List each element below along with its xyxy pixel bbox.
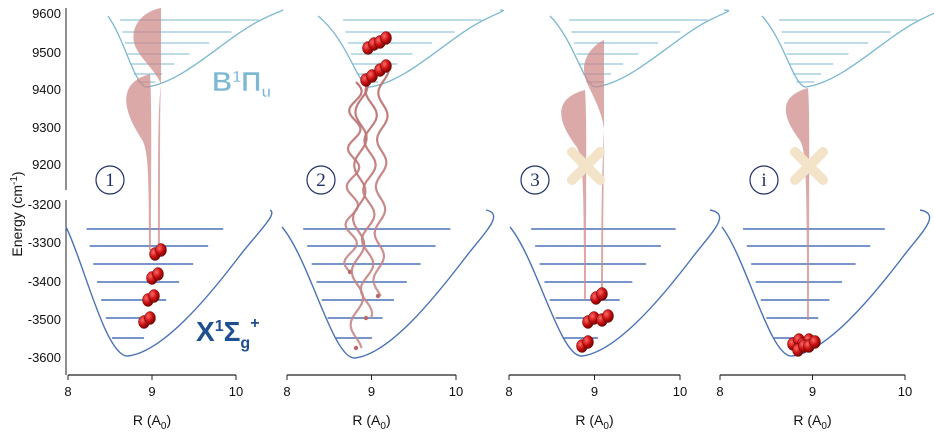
atom <box>596 287 608 301</box>
wavefunction-lobe <box>583 40 604 130</box>
x-tick-label: 8 <box>64 384 71 399</box>
molecule <box>146 267 164 285</box>
x-tick-label: 10 <box>673 384 687 399</box>
x-tick-label: 9 <box>148 384 155 399</box>
y-tick-label: -3500 <box>28 312 61 327</box>
spontaneous-emission-waves <box>343 61 390 351</box>
x-tick-label: 8 <box>505 384 512 399</box>
step-badge-label: 2 <box>316 170 326 191</box>
molecule <box>149 243 167 261</box>
emission-wave-end <box>353 345 359 351</box>
blocked-transition-marks <box>567 147 828 185</box>
emission-wave <box>359 69 379 319</box>
atom <box>148 289 160 303</box>
step-badge-ring <box>749 165 779 195</box>
y-tick-labels: 9600 9500 9400 9300 9200 -3200 -3300 -3400 -3500… <box>28 6 67 375</box>
y-tick-label: -3200 <box>28 197 61 212</box>
ground-well-curve <box>65 209 273 357</box>
molecule <box>576 335 594 353</box>
x-axis-label: R (A0) <box>575 412 613 432</box>
step-badge-ring <box>306 165 336 195</box>
step-badge-label: 1 <box>105 170 115 191</box>
atom <box>152 267 164 281</box>
wavefunction-lobe <box>561 90 587 300</box>
wavefunction-lobes <box>126 8 810 320</box>
atom <box>380 59 392 73</box>
y-tick-label: -3300 <box>28 235 61 250</box>
molecule <box>374 59 392 77</box>
y-tick-label: 9400 <box>32 82 61 97</box>
molecule <box>596 309 614 327</box>
wavefunction-lobe <box>126 74 152 250</box>
molecule <box>138 311 156 329</box>
atom <box>144 311 156 325</box>
x-tick-label: 8 <box>716 384 723 399</box>
emission-wave <box>372 61 390 297</box>
emission-wave-end <box>375 293 381 299</box>
x-tick-label: 9 <box>368 384 375 399</box>
y-tick-label: -3400 <box>28 274 61 289</box>
wavefunction-lobe <box>158 8 161 250</box>
x-tick-label: 9 <box>591 384 598 399</box>
molecule <box>803 335 821 353</box>
ground-well-curve <box>721 209 931 357</box>
x-axes: 8 9 10 R (A0) 8 9 10 R (A0) 8 9 10 R (A0) 8 9 10 R (A0) <box>64 374 912 432</box>
x-tick-label: 9 <box>809 384 816 399</box>
emission-wave <box>343 81 363 273</box>
atom <box>380 31 392 45</box>
x-tick-label: 10 <box>898 384 912 399</box>
step-badge-ring <box>520 165 550 195</box>
molecule <box>142 289 160 307</box>
molecule <box>374 31 392 49</box>
x-tick-label: 8 <box>283 384 290 399</box>
x-tick-label: 10 <box>449 384 463 399</box>
y-tick-label: 9200 <box>32 157 61 172</box>
y-axis-title: Energy (cm-1) <box>9 171 25 256</box>
atom <box>602 309 614 323</box>
ground-state-label: X1Σg+ <box>196 315 260 352</box>
excited-well-curve <box>317 9 504 88</box>
step-badge-label: i <box>761 170 766 191</box>
ground-well-curve <box>281 209 495 359</box>
atom <box>155 243 167 257</box>
excited-well-curve <box>549 9 730 88</box>
y-tick-label: 9300 <box>32 120 61 135</box>
x-axis-label: R (A0) <box>133 412 171 432</box>
molecule-clusters <box>138 31 821 357</box>
emission-wave <box>349 81 370 349</box>
y-axis: Energy (cm-1) 9600 9500 9400 9300 9200 -3200 -… <box>9 6 67 375</box>
y-tick-label: -3600 <box>28 350 61 365</box>
wavefunction-lobe <box>601 40 604 300</box>
step-badges: 1 2 3 i <box>95 165 779 195</box>
excited-well-curve <box>107 9 284 88</box>
ground-well-curve <box>509 209 721 357</box>
blocked-x-mark <box>790 147 828 185</box>
step-badge-ring <box>95 165 125 195</box>
excited-state-label: B1Πu <box>212 66 271 101</box>
atom <box>582 335 594 349</box>
y-tick-label: 9500 <box>32 45 61 60</box>
atom <box>809 335 821 349</box>
excited-well-curve <box>761 10 934 88</box>
x-tick-label: 10 <box>229 384 243 399</box>
wavefunction-lobe <box>785 88 810 320</box>
wavefunction-lobe <box>133 8 161 84</box>
x-axis-label: R (A0) <box>793 412 831 432</box>
blocked-x-mark <box>567 147 605 185</box>
step-badge-label: 3 <box>530 170 540 191</box>
molecule <box>590 287 608 305</box>
emission-wave-end <box>363 315 369 321</box>
x-axis-label: R (A0) <box>352 412 390 432</box>
y-tick-label: 9600 <box>32 6 61 21</box>
